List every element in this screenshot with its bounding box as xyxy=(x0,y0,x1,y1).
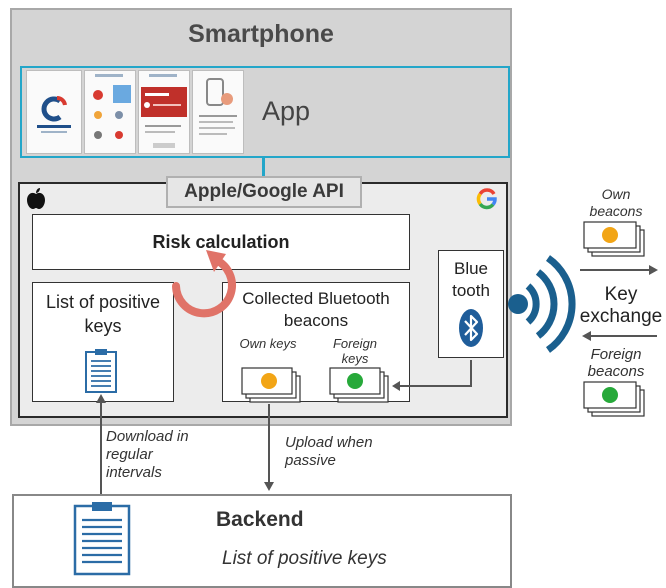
signal-waves-icon xyxy=(508,255,576,353)
clipboard-icon xyxy=(85,349,117,393)
foreign-beacons-label: Foreign beacons xyxy=(587,346,645,380)
backend-clipboard-icon xyxy=(73,502,131,576)
backend-list-label: List of positive keys xyxy=(222,548,387,569)
bluetooth-icon xyxy=(459,309,483,347)
info-screen-icon xyxy=(192,70,244,154)
upload-label: Upload when passive xyxy=(285,434,373,469)
google-logo-icon xyxy=(476,188,497,210)
backend-title: Backend xyxy=(216,508,304,531)
app-api-connector xyxy=(262,158,265,176)
risk-status-screen-icon xyxy=(138,70,190,154)
foreign-beacons-stack-icon xyxy=(583,381,645,417)
app-label: App xyxy=(262,96,311,126)
own-keys-stack-icon xyxy=(241,367,301,403)
own-keys-label: Own keys xyxy=(239,336,297,351)
corona-logo-icon xyxy=(26,70,82,154)
own-beacons-label: Own beacons xyxy=(589,186,643,219)
collected-beacons-label: Collected Bluetooth beacons xyxy=(242,289,390,330)
key-exchange-label: Key exchange xyxy=(579,284,663,327)
foreign-keys-stack-icon xyxy=(329,367,389,403)
own-beacons-stack-icon xyxy=(583,221,645,257)
positive-keys-label: List of positive keys xyxy=(45,292,161,336)
apple-logo-icon xyxy=(27,188,45,209)
download-label: Download in regular intervals xyxy=(106,428,189,481)
foreign-keys-label: Foreign keys xyxy=(332,336,378,366)
smartphone-title: Smartphone xyxy=(188,20,334,48)
bluetooth-label: Blue tooth xyxy=(452,259,490,300)
app-menu-screen-icon xyxy=(84,70,136,154)
api-label: Apple/Google API xyxy=(166,176,362,208)
refresh-arrow-icon xyxy=(172,250,236,318)
